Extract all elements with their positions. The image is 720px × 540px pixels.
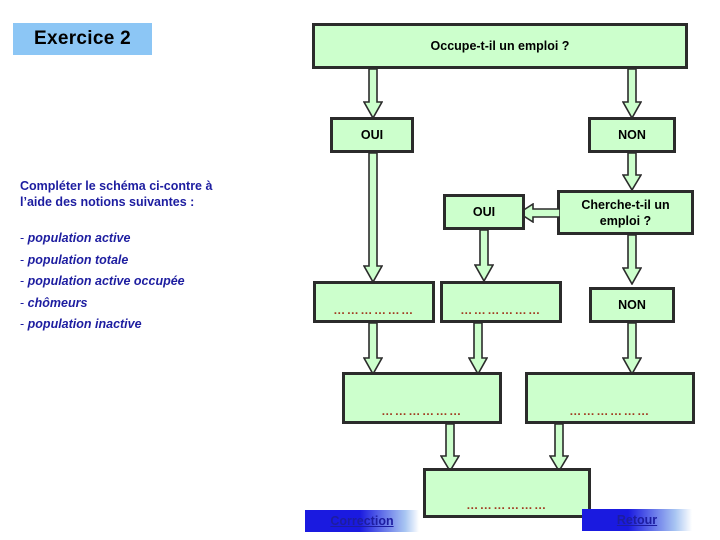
list-bullet: - [20, 274, 25, 288]
list-item-label: chômeurs [27, 295, 88, 310]
flow-node-oui-mid: OUI [443, 194, 525, 230]
list-bullet: - [20, 231, 25, 245]
flow-node-label: NON [618, 298, 646, 312]
flow-node-label: Cherche-t-il un emploi ? [581, 197, 670, 228]
flow-node-oui-top: OUI [330, 117, 414, 153]
flow-node-blank-placeholder: ……………… [569, 404, 651, 418]
list-bullet: - [20, 252, 25, 267]
flow-node-label: NON [618, 128, 646, 142]
arrow-left-icon [518, 203, 560, 223]
flow-node-blank-1[interactable]: ……………… [313, 281, 435, 323]
list-bullet: - [20, 295, 25, 310]
correction-link[interactable]: Correction [305, 510, 419, 532]
flow-node-blank-placeholder: ……………… [466, 498, 548, 512]
flow-node-blank-5[interactable]: ……………… [423, 468, 591, 518]
correction-link-label: Correction [330, 514, 394, 528]
flow-node-blank-3[interactable]: ……………… [342, 372, 502, 424]
flow-node-question-top: Occupe-t-il un emploi ? [312, 23, 688, 69]
list-item-label: population active occupée [27, 274, 185, 288]
list-item: - population inactive [20, 314, 280, 336]
arrow-down-icon [622, 69, 642, 119]
flow-node-blank-4[interactable]: ……………… [525, 372, 695, 424]
flow-node-non-mid: NON [589, 287, 675, 323]
list-bullet: - [20, 317, 25, 331]
list-item: - population active [20, 228, 280, 250]
instructions-line-2: l’aide des notions suivantes : [20, 195, 195, 209]
arrow-down-icon [622, 153, 642, 191]
arrow-down-icon [363, 153, 383, 283]
list-item: - population totale [20, 250, 280, 272]
arrow-down-icon [440, 424, 460, 472]
flow-node-blank-placeholder: ……………… [381, 404, 463, 418]
page-title-text: Exercice 2 [33, 28, 132, 49]
retour-link[interactable]: Retour [582, 509, 692, 531]
arrow-down-icon [363, 69, 383, 119]
arrow-down-icon [549, 424, 569, 472]
instructions-text: Compléter le schéma ci-contre à l’aide d… [20, 178, 270, 210]
flow-node-label: Occupe-t-il un emploi ? [430, 39, 570, 53]
list-item: - chômeurs [20, 293, 280, 315]
list-item-label: population active [27, 231, 131, 245]
flow-node-blank-placeholder: ……………… [460, 303, 542, 317]
notions-list: - population active - population totale … [20, 228, 280, 336]
arrow-down-icon [622, 235, 642, 285]
flow-node-non-top: NON [588, 117, 676, 153]
retour-link-label: Retour [616, 513, 658, 527]
arrow-down-icon [622, 323, 642, 375]
list-item-label: population totale [27, 252, 129, 267]
flow-node-blank-placeholder: ……………… [333, 303, 415, 317]
arrow-down-icon [474, 230, 494, 282]
flow-node-question-mid: Cherche-t-il un emploi ? [557, 190, 694, 235]
flow-node-label: OUI [472, 205, 496, 219]
flow-node-blank-2[interactable]: ……………… [440, 281, 562, 323]
arrow-down-icon [363, 323, 383, 375]
instructions-line-1: Compléter le schéma ci-contre à [20, 179, 213, 193]
list-item: - population active occupée [20, 271, 280, 293]
arrow-down-icon [468, 323, 488, 375]
page-title: Exercice 2 [13, 23, 152, 55]
list-item-label: population inactive [27, 317, 142, 331]
flow-node-label: OUI [360, 128, 384, 142]
